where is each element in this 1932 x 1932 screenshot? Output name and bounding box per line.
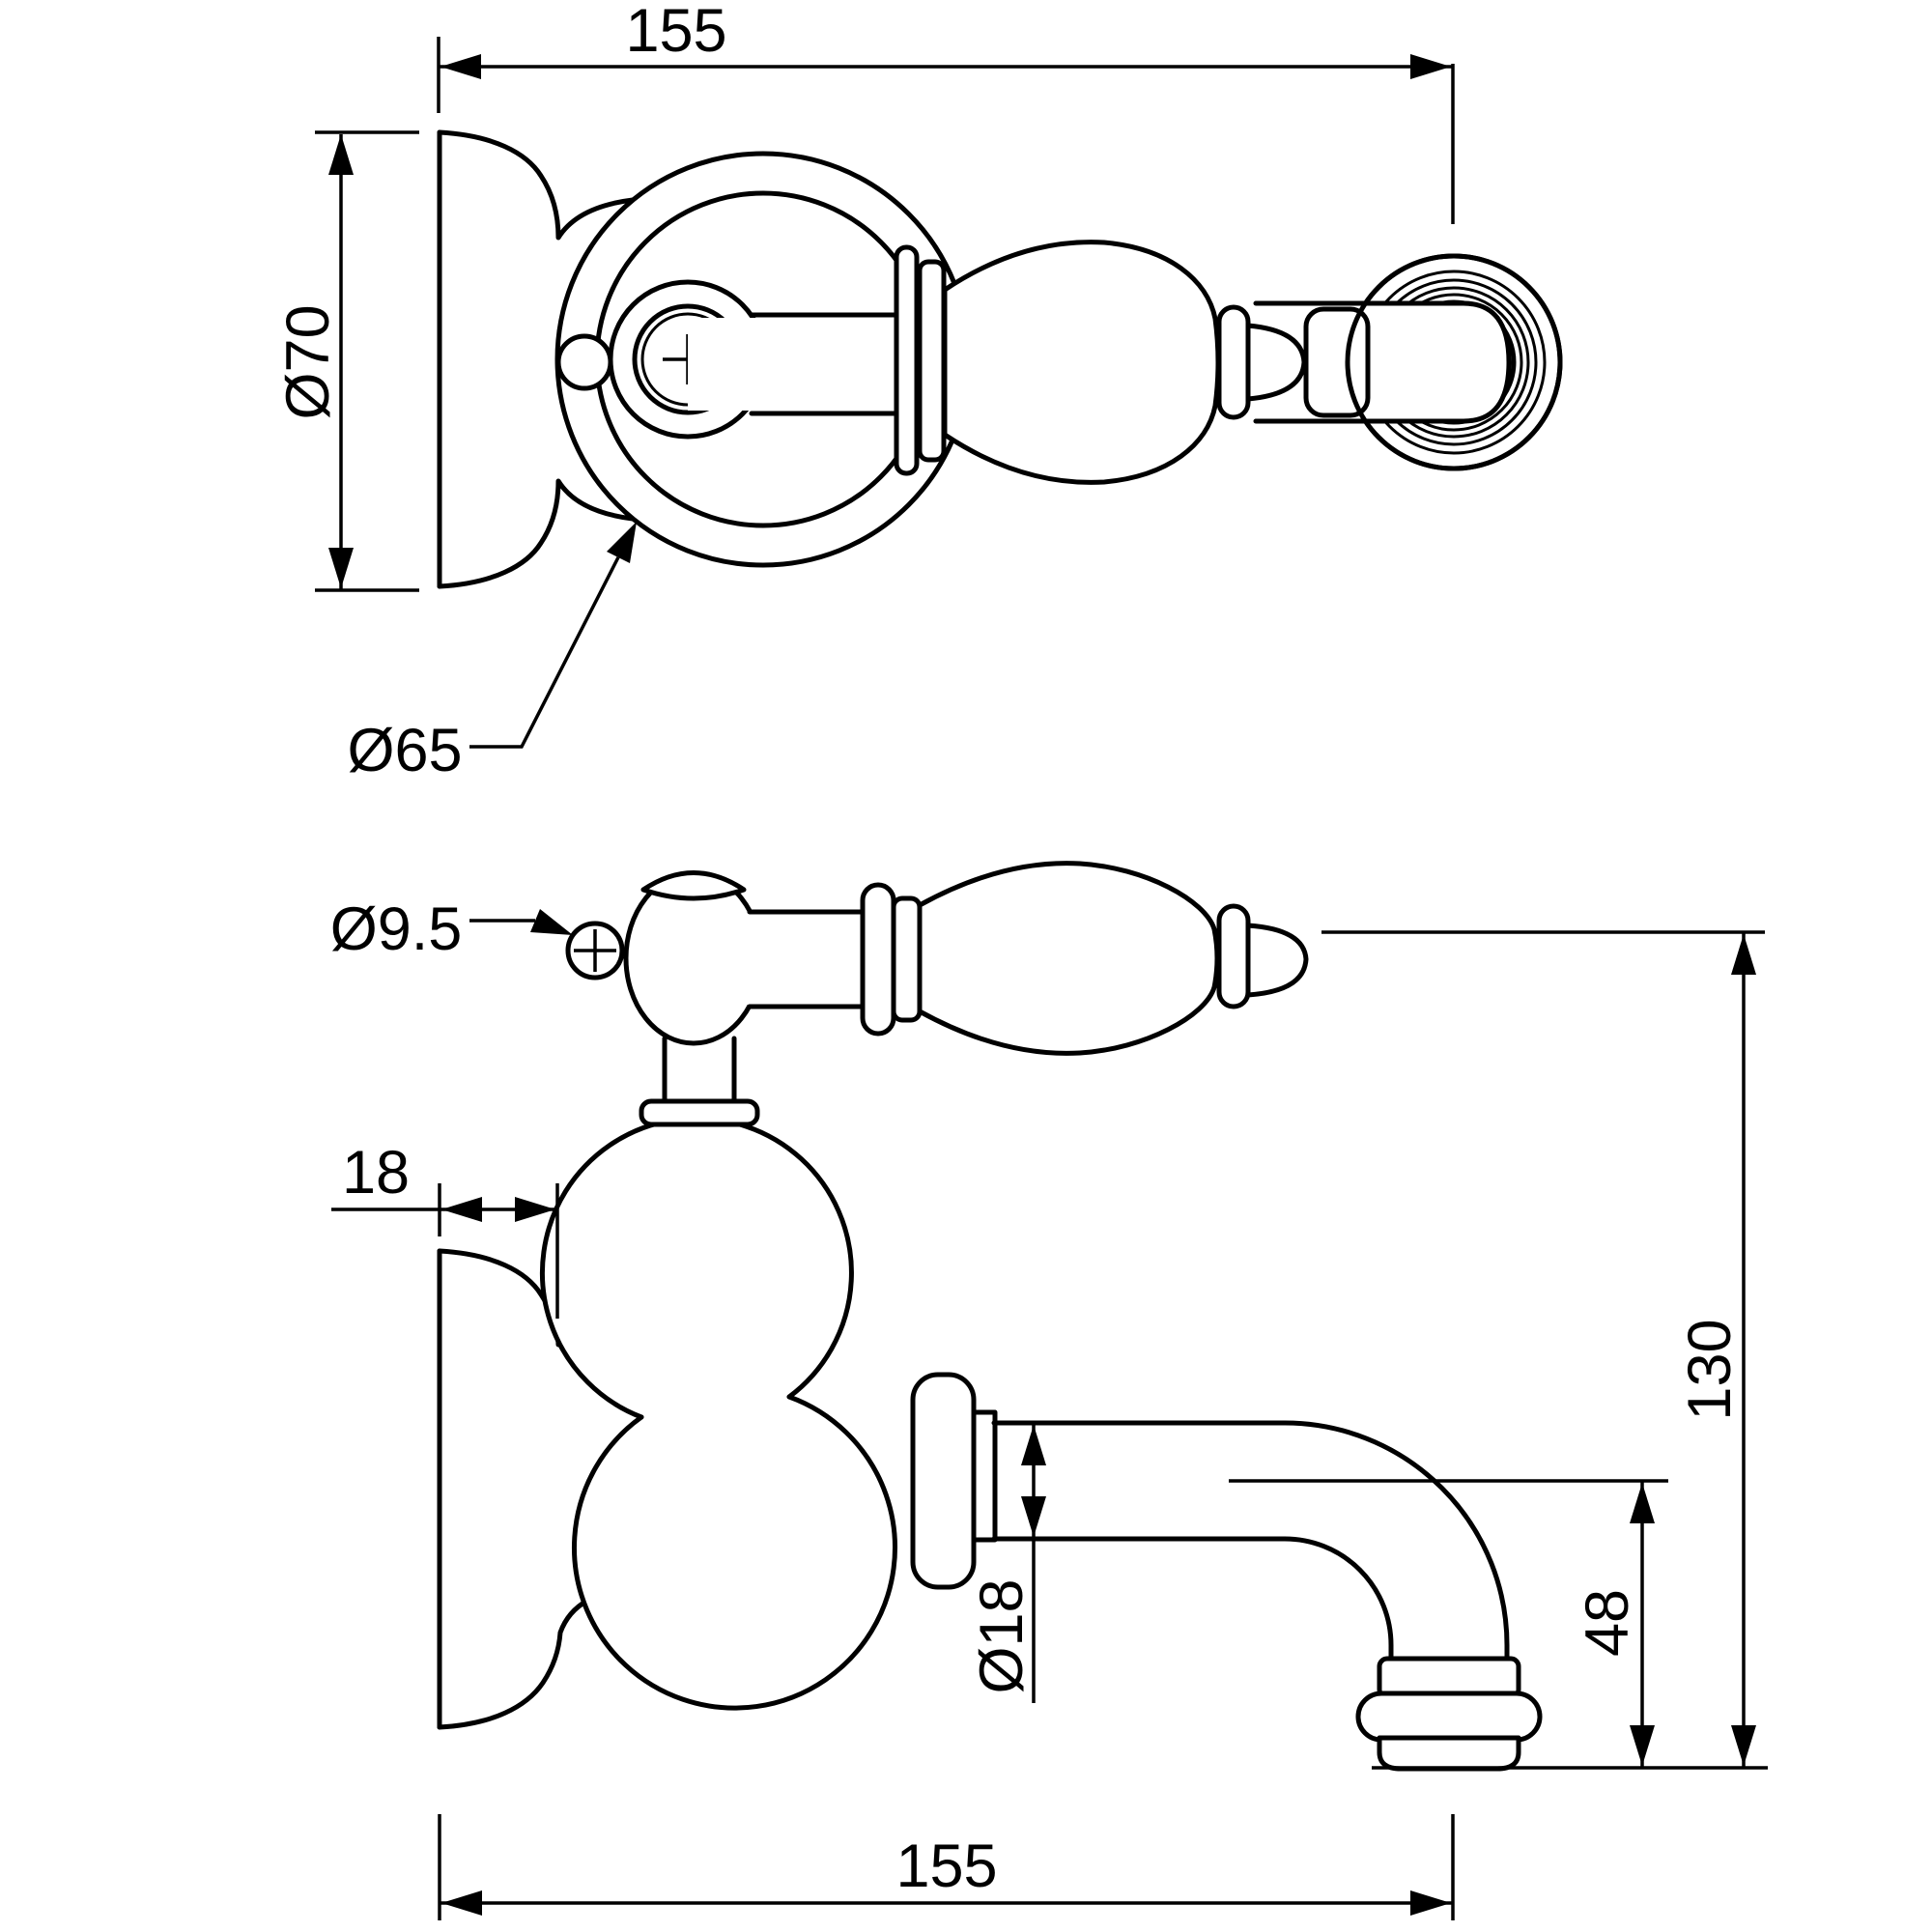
arrowhead-up: [1630, 1483, 1655, 1523]
aerator-cap: [1377, 1735, 1521, 1772]
dim-label-bottom-155: 155: [895, 1833, 997, 1900]
handle-knob-cap-side: [1245, 923, 1309, 998]
arrowhead-down: [1731, 1725, 1756, 1766]
handle-grip: [942, 240, 1221, 485]
dim-label-flange-dia: Ø70: [274, 304, 342, 419]
handle-collar-ring-2-side: [891, 895, 923, 1023]
handle-collar-ring-1: [894, 244, 920, 476]
aerator-ring: [1355, 1690, 1543, 1743]
dim-spout-height: 48: [1229, 1479, 1668, 1768]
arrowhead-left: [441, 1197, 482, 1222]
dim-label-48: 48: [1574, 1589, 1641, 1657]
dim-lines: [1321, 930, 1768, 1770]
arrowhead-left: [440, 54, 481, 79]
dim-wall-offset: 18: [331, 1139, 559, 1319]
dim-bottom-overall-width: 155: [438, 1814, 1455, 1920]
valve-shoulder: [639, 1098, 760, 1127]
arrowhead-up: [328, 134, 354, 175]
spout-collar-step: [971, 1409, 998, 1543]
flange-bottom-profile: [437, 1598, 590, 1730]
spout-collar-flare: [910, 1372, 977, 1590]
dim-spout-diameter: Ø18: [968, 1423, 1046, 1703]
leader-line: [469, 556, 620, 749]
arrowhead: [530, 909, 573, 935]
arrowhead-up: [1021, 1425, 1046, 1465]
dim-overall-height: 130: [1321, 930, 1768, 1770]
arrowhead-right: [1410, 54, 1451, 79]
arrowhead-down: [328, 548, 354, 588]
handle-knob-ring-top: [1216, 304, 1251, 420]
arrowhead-up: [1731, 934, 1756, 975]
arrowhead-down: [1021, 1496, 1046, 1537]
dim-label-130: 130: [1676, 1319, 1744, 1420]
valve-dome-cap: [640, 870, 747, 901]
spout-flange-outline-front: [1345, 253, 1563, 471]
body-upper-lobe-fill: [543, 1119, 852, 1428]
handle-knob-ring-side: [1216, 903, 1251, 1009]
dim-label-top-155: 155: [625, 0, 726, 65]
handle-grip-side: [917, 861, 1220, 1056]
side-view: [437, 861, 1543, 1772]
handle-neck-edges-side: [747, 909, 867, 1009]
dim-flange-diameter: Ø70: [274, 130, 419, 592]
handle-collar-ring-1-side: [860, 882, 896, 1037]
top-view: [437, 129, 1563, 589]
dim-lines: [1229, 1479, 1668, 1768]
arrowhead-down: [1630, 1725, 1655, 1766]
dim-top-overall-width: 155: [437, 0, 1455, 224]
wall-flange-bottom-profile: [437, 478, 636, 589]
dim-lines: [438, 1814, 1455, 1920]
arrowhead-right: [515, 1197, 555, 1222]
screw-cross-mark: [574, 929, 616, 972]
arrowhead-right: [1410, 1890, 1451, 1916]
handle-neck-fill: [688, 318, 898, 411]
wall-flange-top-profile: [437, 129, 636, 241]
handle-neck-fill-side: [734, 914, 865, 1005]
handle-collar-ring-2: [917, 259, 947, 463]
dim-body-diameter: Ø65: [347, 522, 637, 784]
dim-label-18: 18: [342, 1139, 410, 1207]
spout-ferrule-top: [1303, 306, 1371, 418]
arrowhead: [607, 522, 637, 563]
valve-neck-edges: [662, 1036, 737, 1106]
dim-label-spout-dia: Ø18: [968, 1578, 1036, 1693]
body-lower-lobe-outline: [571, 1394, 897, 1711]
body-lower-lobe-fill: [574, 1387, 895, 1708]
dim-screw-diameter: Ø9.5: [330, 895, 573, 963]
dim-lines: [315, 130, 419, 592]
arrowhead-left: [441, 1890, 482, 1916]
fixing-screw-top: [555, 333, 613, 391]
dim-label-screw-dia: Ø9.5: [330, 895, 463, 963]
dim-label-body-dia: Ø65: [347, 717, 462, 784]
spout-tube-and-bend: [991, 1420, 1510, 1664]
handle-neck-edges: [749, 312, 901, 416]
dim-lines: [437, 37, 1455, 224]
handle-knob-cap-top: [1245, 323, 1307, 402]
